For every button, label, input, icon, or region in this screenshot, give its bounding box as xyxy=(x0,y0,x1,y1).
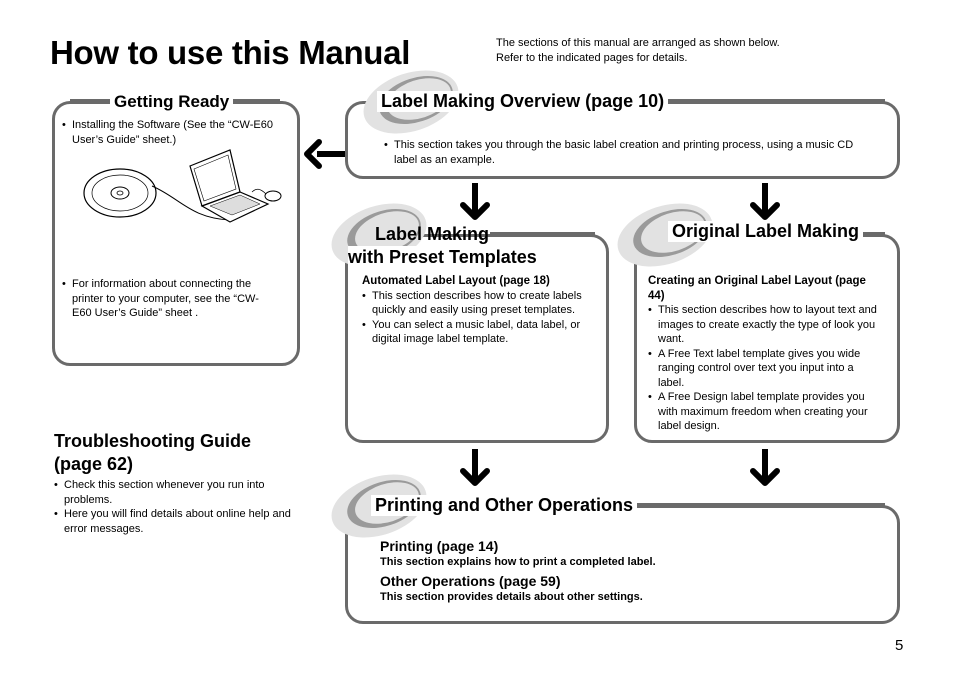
preset-content: Automated Label Layout (page 18) This se… xyxy=(362,274,594,347)
printing-heading: Printing and Other Operations xyxy=(371,495,638,516)
laptop-icon xyxy=(189,149,270,223)
preset-heading-line-2: with Preset Templates xyxy=(348,246,541,269)
cd-laptop-illustration xyxy=(83,149,282,223)
preset-heading: Label Making with Preset Templates xyxy=(348,223,541,269)
printing-subheading: Printing (page 14) xyxy=(380,538,499,554)
printing-content: Printing (page 14) This section explains… xyxy=(380,538,880,604)
left-arrow-icon xyxy=(304,139,345,169)
intro-line-2: Refer to the indicated pages for details… xyxy=(496,52,688,64)
cd-disc-icon xyxy=(83,168,157,218)
page-title: How to use this Manual xyxy=(50,34,411,71)
troubleshooting-heading-line-2: (page 62) xyxy=(54,454,134,474)
preset-header-bar xyxy=(490,232,595,237)
printing-box xyxy=(345,505,900,624)
down-arrow-icon xyxy=(750,449,780,486)
original-item: A Free Text label template gives you wid… xyxy=(648,347,882,391)
getting-ready-item: Installing the Software (See the “CW-E60… xyxy=(62,118,274,147)
other-operations-subheading: Other Operations (page 59) xyxy=(380,573,561,589)
getting-ready-item: For information about connecting the pri… xyxy=(62,277,274,321)
troubleshooting-heading: Troubleshooting Guide (page 62) xyxy=(54,430,251,476)
preset-item: This section describes how to create lab… xyxy=(362,289,594,318)
troubleshooting-heading-line-1: Troubleshooting Guide xyxy=(54,431,251,451)
original-content: Creating an Original Label Layout (page … xyxy=(648,274,882,434)
overview-heading: Label Making Overview (page 10) xyxy=(377,91,669,112)
overview-item: This section takes you through the basic… xyxy=(384,138,854,167)
preset-subheading: Automated Label Layout (page 18) xyxy=(362,275,550,287)
down-arrow-icon xyxy=(460,183,490,220)
intro-text: The sections of this manual are arranged… xyxy=(496,36,780,66)
preset-heading-line-1: Label Making xyxy=(375,224,490,244)
original-item: A Free Design label template provides yo… xyxy=(648,390,882,434)
getting-ready-heading: Getting Ready xyxy=(110,91,234,112)
getting-ready-list-2: For information about connecting the pri… xyxy=(62,277,274,321)
down-arrow-icon xyxy=(460,449,490,486)
original-heading: Original Label Making xyxy=(668,221,864,242)
printing-description: This section explains how to print a com… xyxy=(380,556,656,568)
original-item: This section describes how to layout tex… xyxy=(648,303,882,347)
other-operations-description: This section provides details about othe… xyxy=(380,591,643,603)
page-number: 5 xyxy=(895,637,904,654)
troubleshooting-list: Check this section whenever you run into… xyxy=(54,478,294,536)
getting-ready-list: Installing the Software (See the “CW-E60… xyxy=(62,118,274,147)
preset-item: You can select a music label, data label… xyxy=(362,318,594,347)
down-arrow-icon xyxy=(750,183,780,220)
overview-list: This section takes you through the basic… xyxy=(384,138,854,167)
original-subheading: Creating an Original Label Layout (page … xyxy=(648,275,866,302)
troubleshooting-item: Check this section whenever you run into… xyxy=(54,478,294,507)
troubleshooting-item: Here you will find details about online … xyxy=(54,507,294,536)
intro-line-1: The sections of this manual are arranged… xyxy=(496,37,780,49)
mouse-icon xyxy=(251,188,282,202)
